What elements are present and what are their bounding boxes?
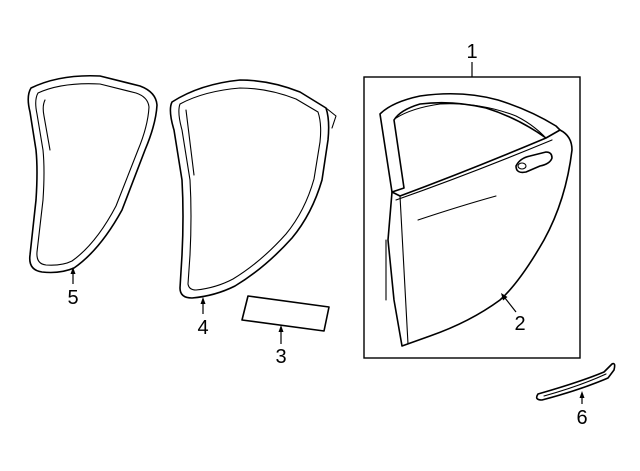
inner-weatherstrip-drawing[interactable] [169,79,337,299]
callout-3: 3 [275,346,286,368]
leader-line-2 [501,293,517,313]
label-drawing[interactable] [241,295,330,332]
callout-1: 1 [466,41,477,63]
leader-line-5 [70,267,76,284]
callout-5: 5 [67,287,78,309]
leader-line-4 [200,297,206,314]
callout-4: 4 [197,317,208,339]
callout-6: 6 [576,407,587,429]
door-shell-drawing[interactable] [379,92,573,347]
leader-line-6 [579,391,585,404]
callout-2: 2 [514,313,525,335]
belt-molding-drawing[interactable] [535,362,616,401]
leader-line-3 [278,325,284,344]
outer-weatherstrip-drawing[interactable] [27,74,158,274]
